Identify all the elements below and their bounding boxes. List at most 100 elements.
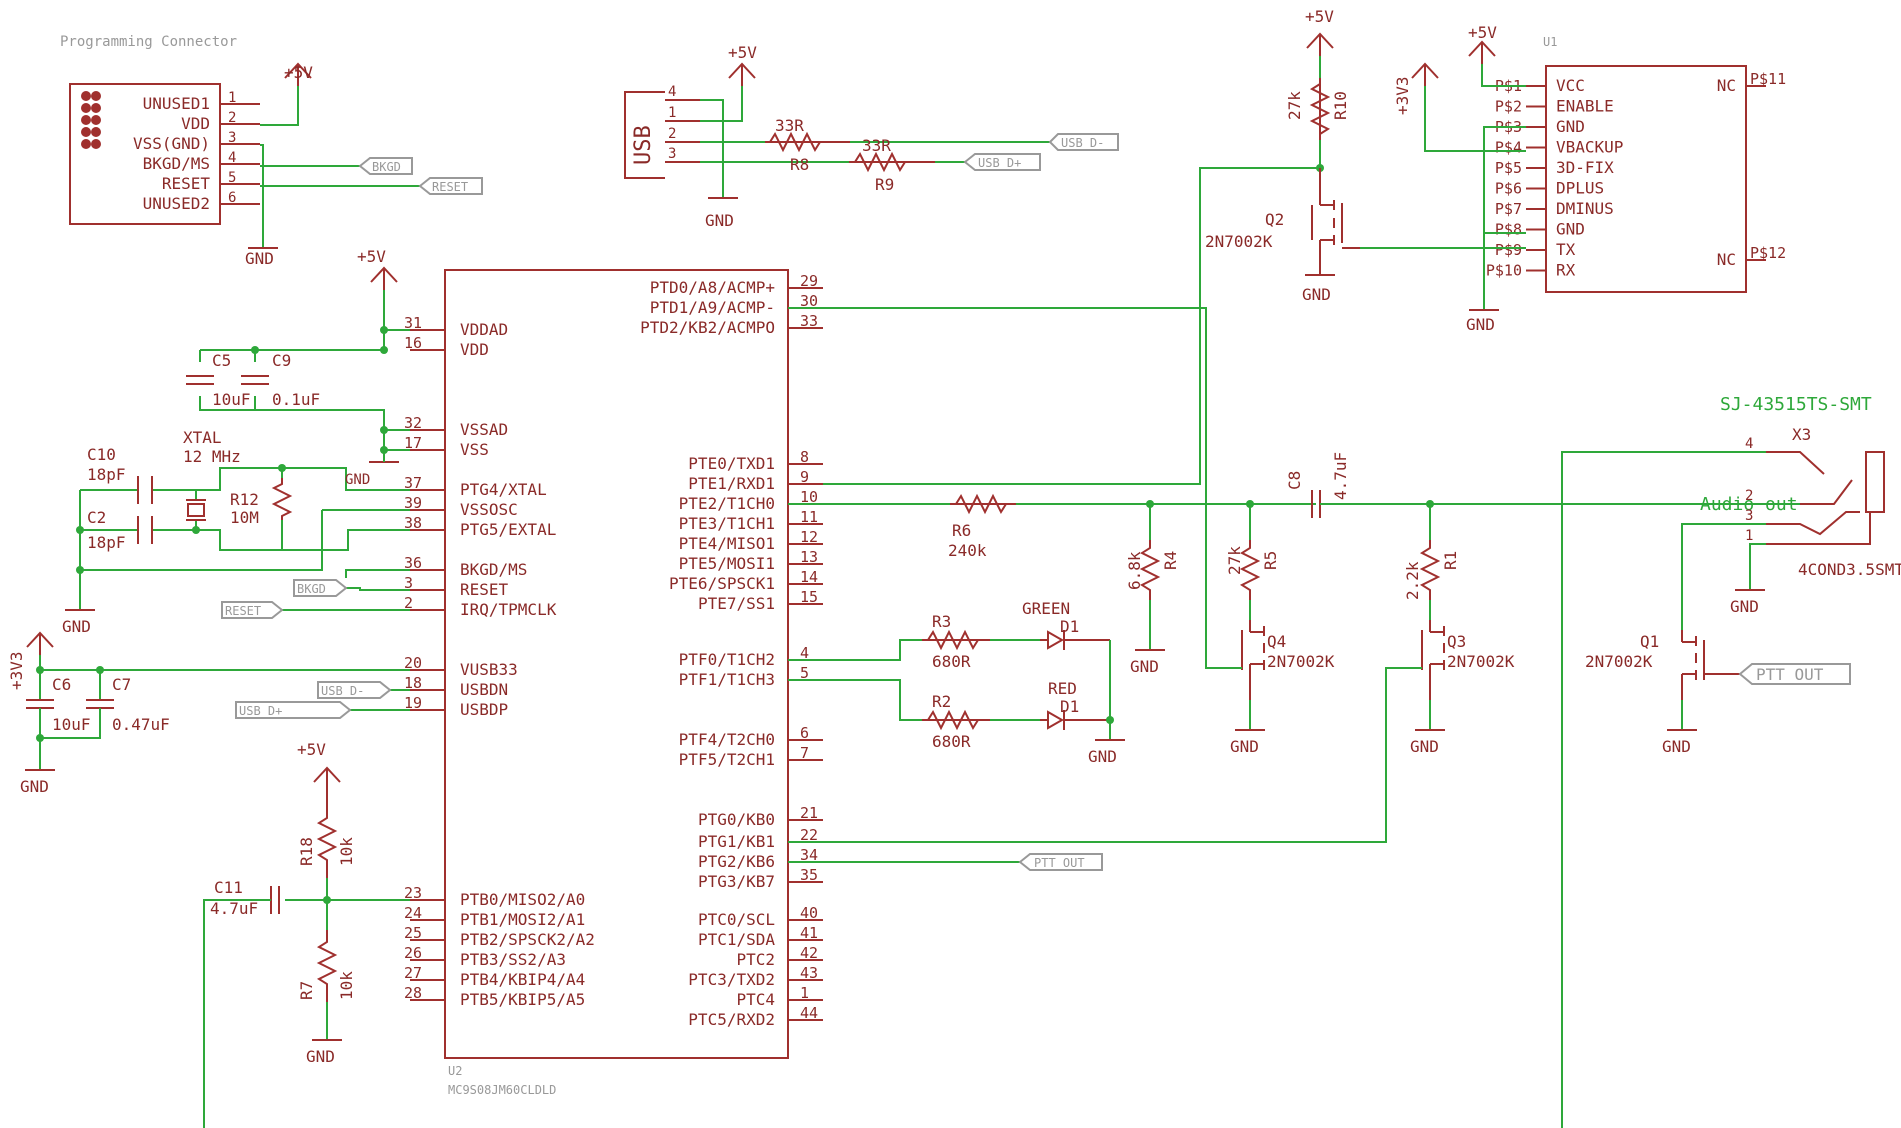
- u2-pin-number: 16: [404, 334, 422, 352]
- jack-pin-number: 3: [1745, 508, 1753, 524]
- led-green: [1040, 630, 1110, 650]
- prog-pin-number: 4: [228, 150, 236, 166]
- prog-pin-name: RESET: [162, 174, 211, 193]
- u1-pin-name: GND: [1556, 220, 1585, 239]
- svg-text:RESET: RESET: [225, 604, 261, 618]
- u2-pin-number: 29: [800, 272, 818, 290]
- svg-text:C9: C9: [272, 351, 291, 370]
- svg-text:18pF: 18pF: [87, 533, 126, 552]
- resistor-r7: [316, 930, 338, 1002]
- u1-pin-name: TX: [1556, 240, 1576, 259]
- svg-text:33R: 33R: [862, 136, 891, 155]
- prog-pin-name: BKGD/MS: [143, 154, 210, 173]
- svg-text:GND: GND: [1130, 657, 1159, 676]
- prog-pin-name: VDD: [181, 114, 210, 133]
- svg-text:4.7uF: 4.7uF: [1331, 452, 1350, 500]
- mosfet-q4: [1241, 620, 1265, 700]
- svg-text:USB_D-: USB_D-: [1061, 136, 1104, 150]
- u1-pin-number: P$8: [1495, 221, 1522, 239]
- resistor-r3: [922, 629, 990, 651]
- u2-pin-number: 24: [404, 904, 422, 922]
- svg-text:GND: GND: [1230, 737, 1259, 756]
- resistor-r9: 33R R9: [849, 136, 935, 194]
- u2-pin-number: 7: [800, 744, 809, 762]
- u2-pin-name: PTC3/TXD2: [688, 970, 775, 989]
- u2-pin-name: PTE0/TXD1: [688, 454, 775, 473]
- u2-pin-number: 32: [404, 414, 422, 432]
- usb-pin-number: 3: [668, 146, 676, 162]
- jack-pin-number: 4: [1745, 436, 1753, 452]
- u2-pin-name: PTB5/KBIP5/A5: [460, 990, 585, 1009]
- u2-pin-number: 40: [800, 904, 818, 922]
- u1-pin-number: P$2: [1495, 98, 1522, 116]
- u2-pin-number: 14: [800, 568, 818, 586]
- u1-pin-number: P$5: [1495, 159, 1522, 177]
- u2-pin-number: 18: [404, 674, 422, 692]
- svg-text:2N7002K: 2N7002K: [1205, 232, 1273, 251]
- u2-pin-name: PTD2/KB2/ACMPO: [640, 318, 775, 337]
- svg-text:+5V: +5V: [357, 247, 386, 266]
- net-flag-reset: RESET: [418, 177, 483, 195]
- u2-pin-name: PTB1/MOSI2/A1: [460, 910, 585, 929]
- u2-pin-name: VSSOSC: [460, 500, 518, 519]
- u2-pin-number: 5: [800, 664, 809, 682]
- svg-text:GND: GND: [62, 617, 91, 636]
- svg-text:R18: R18: [297, 837, 316, 866]
- svg-text:MC9S08JM60CLDLD: MC9S08JM60CLDLD: [448, 1083, 556, 1097]
- audio-jack-x3: [1766, 451, 1885, 545]
- u1-pin-number: P$7: [1495, 200, 1522, 218]
- svg-text:0.1uF: 0.1uF: [272, 390, 320, 409]
- svg-text:D1: D1: [1060, 617, 1079, 636]
- svg-text:PTT_OUT: PTT_OUT: [1034, 856, 1085, 870]
- capacitor-c11: [270, 886, 280, 914]
- u1-pin-name: DMINUS: [1556, 199, 1614, 218]
- mosfet-q3: [1421, 620, 1445, 700]
- u2-pin-number: 8: [800, 448, 809, 466]
- net-flag-bkgd: BKGD: [358, 157, 413, 175]
- prog-pin-name: VSS(GND): [133, 134, 210, 153]
- u1-pin-name: VCC: [1556, 76, 1585, 95]
- u2-pin-number: 26: [404, 944, 422, 962]
- svg-text:27k: 27k: [1225, 546, 1244, 575]
- u1-pin-name: VBACKUP: [1556, 138, 1623, 157]
- resistor-r8: 33R R8: [765, 116, 850, 174]
- svg-text:4COND3.5SMT: 4COND3.5SMT: [1798, 560, 1901, 579]
- svg-text:Q1: Q1: [1640, 632, 1659, 651]
- svg-text:C5: C5: [212, 351, 231, 370]
- svg-text:27k: 27k: [1285, 91, 1304, 120]
- u2-pin-number: 38: [404, 514, 422, 532]
- svg-text:R10: R10: [1331, 91, 1350, 120]
- u2-pin-number: 9: [800, 468, 809, 486]
- audio-out-label: Audio out: [1700, 494, 1798, 515]
- u2-pin-number: 43: [800, 964, 818, 982]
- svg-text:+3V3: +3V3: [7, 651, 26, 690]
- svg-text:Q2: Q2: [1265, 210, 1284, 229]
- u2-pin-name: PTF4/T2CH0: [679, 730, 775, 749]
- jack-title: SJ-43515TS-SMT: [1720, 394, 1872, 415]
- svg-text:R2: R2: [932, 692, 951, 711]
- u2-pin-number: 37: [404, 474, 422, 492]
- u2-pin-number: 35: [800, 866, 818, 884]
- prog-pin-number: 1: [228, 90, 236, 106]
- svg-text:2N7002K: 2N7002K: [1447, 652, 1515, 671]
- u1-pin-name: DPLUS: [1556, 179, 1604, 198]
- u2-pin-number: 6: [800, 724, 809, 742]
- u2-pin-name: PTD0/A8/ACMP+: [650, 278, 775, 297]
- svg-text:+5V: +5V: [297, 740, 326, 759]
- resistor-r2: [922, 709, 990, 731]
- u2-pin-name: USBDN: [460, 680, 508, 699]
- u1-pin-number: P$10: [1486, 262, 1522, 280]
- svg-text:USB_D+: USB_D+: [239, 704, 282, 718]
- u2-pin-number: 25: [404, 924, 422, 942]
- u2-pin-name: PTB4/KBIP4/A4: [460, 970, 585, 989]
- u2-pin-name: PTE3/T1CH1: [679, 514, 775, 533]
- u2-pin-name: PTE4/MISO1: [679, 534, 775, 553]
- prog-pin-number: 5: [228, 170, 236, 186]
- u2-pin-name: PTC1/SDA: [698, 930, 775, 949]
- svg-text:GND: GND: [306, 1047, 335, 1066]
- u2-pin-number: 15: [800, 588, 818, 606]
- svg-text:0.47uF: 0.47uF: [112, 715, 170, 734]
- u2-pin-number: 39: [404, 494, 422, 512]
